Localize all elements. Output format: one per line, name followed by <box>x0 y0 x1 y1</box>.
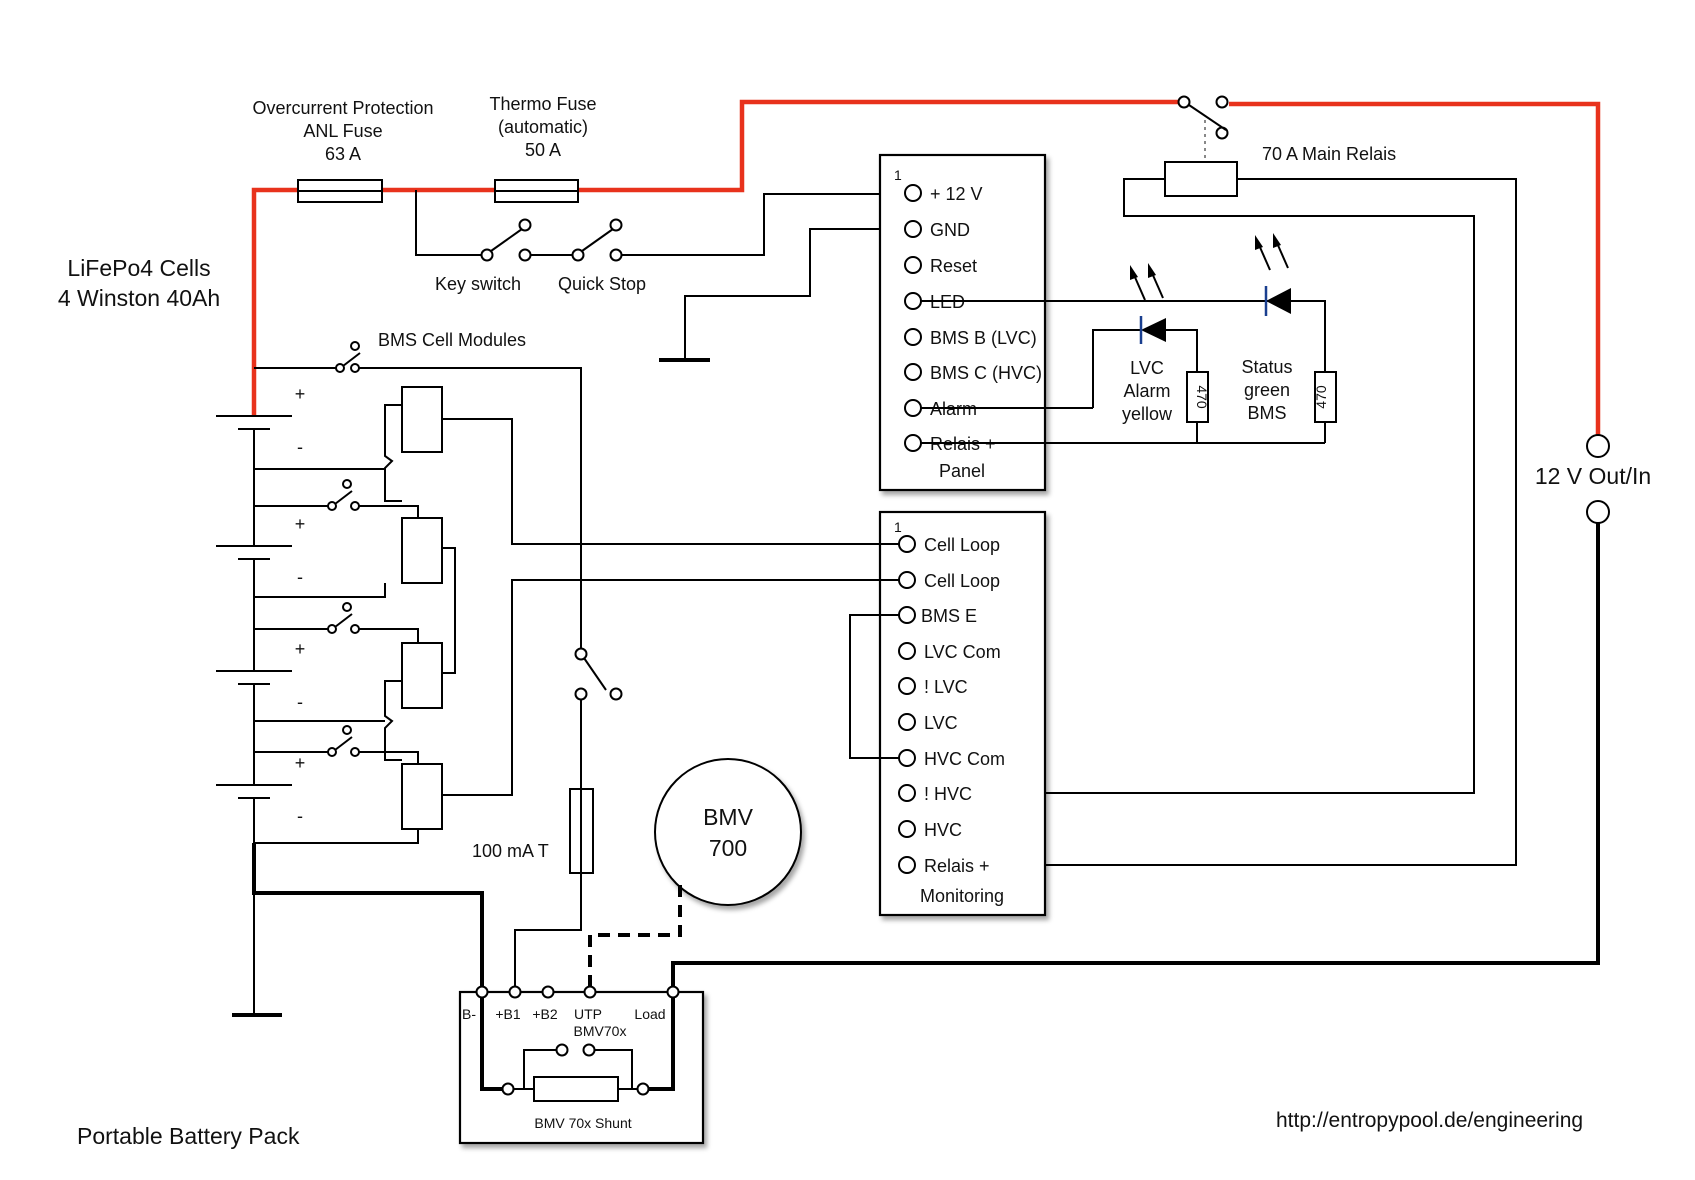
bmv-700-display <box>588 758 802 990</box>
footer-title: Portable Battery Pack <box>77 1123 300 1149</box>
cell1-minus: - <box>297 437 303 457</box>
bms-cells-label: BMS Cell Modules <box>378 330 526 350</box>
monitoring-terminal-relais: Relais + <box>924 856 990 876</box>
cell1-plus: + <box>295 384 306 404</box>
main-relay-label: 70 A Main Relais <box>1262 144 1396 164</box>
anl-fuse <box>297 179 383 203</box>
monitoring-terminal-cell-loop-1: Cell Loop <box>924 535 1000 555</box>
shunt-title: BMV 70x Shunt <box>534 1115 631 1131</box>
monitoring-terminal-bms-e: BMS E <box>921 606 977 626</box>
status-led-label-line1: Status <box>1241 357 1292 377</box>
panel-led-wiring <box>921 233 1337 444</box>
panel-gnd-wire <box>659 228 908 362</box>
panel-pin-one: 1 <box>894 167 902 183</box>
cell3-minus: - <box>297 692 303 712</box>
monitoring-terminal-hvc-com: HVC Com <box>924 749 1005 769</box>
monitoring-terminal-not-hvc: ! HVC <box>924 784 972 804</box>
lvc-led-label-line3: yellow <box>1122 404 1173 424</box>
shunt-terminal-utp: UTP <box>574 1006 602 1022</box>
cell2-plus: + <box>295 514 306 534</box>
positive-wire-path <box>251 99 1601 437</box>
panel-title: Panel <box>939 461 985 481</box>
monitoring-terminal-hvc: HVC <box>924 820 962 840</box>
quick-stop-label: Quick Stop <box>558 274 646 294</box>
monitoring-box: 1 Cell Loop Cell Loop BMS E LVC Com ! LV… <box>878 510 1047 917</box>
key-switch <box>415 190 575 262</box>
main-relay <box>893 95 1517 866</box>
panel-terminal-gnd: GND <box>930 220 970 240</box>
fuse-100ma-label: 100 mA T <box>472 841 549 861</box>
anl-label-line1: Overcurrent Protection <box>252 98 433 118</box>
cell2-minus: - <box>297 567 303 587</box>
anl-label-line3: 63 A <box>325 144 361 164</box>
key-switch-label: Key switch <box>435 274 521 294</box>
thermo-fuse <box>494 179 579 203</box>
monitoring-title: Monitoring <box>920 886 1004 906</box>
monitoring-pin-one: 1 <box>894 519 902 535</box>
status-led-label-line2: green <box>1244 380 1290 400</box>
bms-cell-modules <box>254 341 899 844</box>
panel-terminal-reset: Reset <box>930 256 977 276</box>
monitoring-terminal-not-lvc: ! LVC <box>924 677 968 697</box>
monitoring-terminal-lvc-com: LVC Com <box>924 642 1001 662</box>
shunt-terminal-b1: +B1 <box>495 1006 521 1022</box>
battery-cells <box>216 415 484 1017</box>
bmv-supply-switch <box>514 647 623 990</box>
shunt-box <box>458 985 705 1145</box>
thermo-label-line1: Thermo Fuse <box>489 94 596 114</box>
panel-terminal-bms-c: BMS C (HVC) <box>930 363 1042 383</box>
battery-title-line2: 4 Winston 40Ah <box>58 285 220 311</box>
status-led-label-line3: BMS <box>1247 403 1286 423</box>
lvc-resistor-value: 470 <box>1194 385 1210 409</box>
shunt-terminal-load: Load <box>634 1006 665 1022</box>
output-label: 12 V Out/In <box>1535 463 1651 489</box>
status-resistor-value: 470 <box>1313 385 1329 409</box>
quick-stop-switch <box>571 193 908 262</box>
output-terminals <box>671 434 1610 990</box>
panel-box: 1 + 12 V GND Reset LED BMS B (LVC) BMS C… <box>878 153 1047 492</box>
bmv-label-line1: BMV <box>703 804 754 830</box>
shunt-terminal-b2: +B2 <box>532 1006 558 1022</box>
panel-terminal-bms-b: BMS B (LVC) <box>930 328 1037 348</box>
shunt-utp-sublabel: BMV70x <box>574 1023 627 1039</box>
bmv-label-line2: 700 <box>709 835 747 861</box>
battery-title-line1: LiFePo4 Cells <box>67 255 210 281</box>
monitoring-terminal-cell-loop-2: Cell Loop <box>924 571 1000 591</box>
anl-label-line2: ANL Fuse <box>303 121 382 141</box>
thermo-label-line3: 50 A <box>525 140 561 160</box>
monitoring-terminal-lvc: LVC <box>924 713 958 733</box>
lvc-led-label-line2: Alarm <box>1123 381 1170 401</box>
thermo-label-line2: (automatic) <box>498 117 588 137</box>
cell3-plus: + <box>295 639 306 659</box>
footer-url: http://entropypool.de/engineering <box>1276 1109 1583 1132</box>
cell4-plus: + <box>295 753 306 773</box>
lvc-led-label-line1: LVC <box>1130 358 1164 378</box>
cell4-minus: - <box>297 806 303 826</box>
panel-terminal-12v: + 12 V <box>930 184 983 204</box>
bms-e-hvc-com-jumper <box>849 614 899 759</box>
shunt-terminal-b-minus: B- <box>462 1006 476 1022</box>
